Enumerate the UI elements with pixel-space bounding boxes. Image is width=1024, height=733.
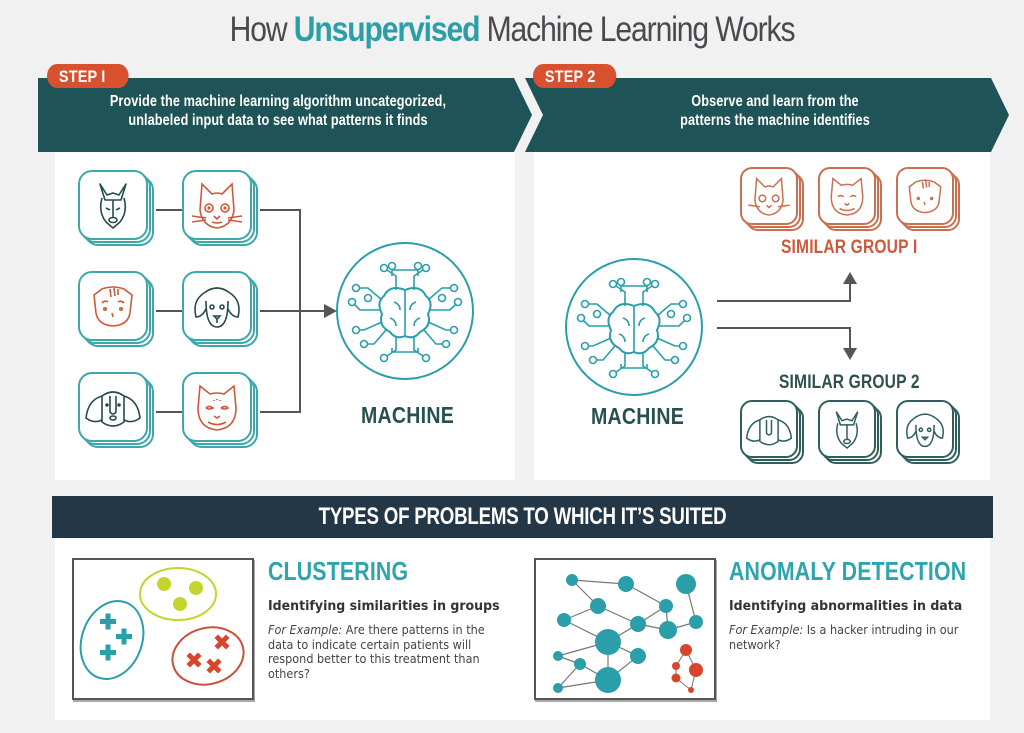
- network-anomaly-diagram-icon: [553, 574, 703, 693]
- fold-cat-icon: [93, 286, 133, 327]
- group1-card-persian-cat: [818, 167, 882, 231]
- step2-line1: Observe and learn from the: [691, 93, 859, 110]
- cat-spots-icon: [191, 182, 243, 229]
- group1-label: SIMILAR GROUP I: [781, 237, 918, 258]
- anomaly-example: For Example: Is a hacker intruding in ou…: [729, 622, 974, 652]
- types-title: TYPES OF PROBLEMS TO WHICH IT’S SUITED: [318, 503, 727, 530]
- step2-description: Observe and learn from the patterns the …: [603, 92, 947, 130]
- group2-card-husky: [818, 400, 882, 464]
- anomaly-heading: ANOMALY DETECTION: [729, 556, 967, 586]
- step1-banner-shape: [38, 78, 532, 152]
- husky-dog-icon: [99, 183, 127, 229]
- clustering-heading: CLUSTERING: [268, 556, 409, 586]
- step2-line2: patterns the machine identifies: [680, 112, 870, 129]
- input-card-persian-cat: [182, 372, 258, 448]
- anomaly-subheading: Identifying abnormalities in data: [729, 598, 963, 614]
- step2-machine-label: MACHINE: [591, 403, 685, 429]
- step1-description: Provide the machine learning algorithm u…: [65, 92, 491, 130]
- step1-badge: STEP I: [47, 64, 129, 88]
- input-card-fold-cat: [78, 271, 154, 347]
- cat-spots-icon: [748, 176, 790, 216]
- step1-banner: Provide the machine learning algorithm u…: [38, 78, 538, 152]
- husky-dog-icon: [835, 411, 859, 450]
- step2-banner: Observe and learn from the patterns the …: [525, 78, 1013, 152]
- clustering-subheading: Identifying similarities in groups: [268, 598, 500, 614]
- anomaly-example-text: Is a hacker intruding in our network?: [729, 622, 959, 652]
- clustering-example: For Example: Are there patterns in the d…: [268, 622, 513, 681]
- persian-cat-icon: [830, 177, 864, 216]
- group2-label: SIMILAR GROUP 2: [779, 372, 920, 393]
- clustering-diagram-icon: [79, 567, 245, 686]
- input-card-cat-spots: [182, 170, 258, 246]
- brain-circuit-icon: [336, 242, 474, 380]
- input-card-husky: [78, 170, 154, 246]
- floppy-ear-dog-icon: [906, 413, 944, 448]
- step2-banner-shape: [525, 78, 1009, 152]
- clustering-example-text: Are there patterns in the data to indica…: [268, 622, 485, 681]
- anomaly-example-label: For Example:: [729, 622, 804, 637]
- step1-line1: Provide the machine learning algorithm u…: [109, 93, 447, 110]
- step2-badge: STEP 2: [533, 64, 617, 88]
- clustering-diagram: [72, 558, 254, 700]
- step1-machine-label: MACHINE: [361, 402, 455, 428]
- group1-card-fold-cat: [896, 167, 960, 231]
- title-suffix: Machine Learning Works: [479, 10, 796, 49]
- step1-line2: unlabeled input data to see what pattern…: [128, 112, 428, 129]
- group2-card-floppy-dog: [896, 400, 960, 464]
- anomaly-diagram: [534, 558, 716, 700]
- persian-cat-icon: [197, 384, 237, 431]
- title-highlight: Unsupervised: [293, 10, 481, 49]
- spaniel-dog-icon: [85, 391, 141, 427]
- floppy-ear-dog-icon: [194, 287, 240, 328]
- title-prefix: How: [229, 10, 294, 49]
- spaniel-dog-icon: [745, 415, 793, 446]
- input-card-floppy-dog: [182, 271, 258, 347]
- group2-card-spaniel: [740, 400, 804, 464]
- types-header-bar: TYPES OF PROBLEMS TO WHICH IT’S SUITED: [52, 496, 993, 538]
- clustering-example-label: For Example:: [268, 622, 343, 637]
- group1-card-cat-spots: [740, 167, 804, 231]
- page-title: How Unsupervised Machine Learning Works: [72, 10, 953, 50]
- input-card-spaniel: [78, 372, 154, 448]
- brain-circuit-icon: [565, 258, 703, 396]
- fold-cat-icon: [908, 179, 942, 214]
